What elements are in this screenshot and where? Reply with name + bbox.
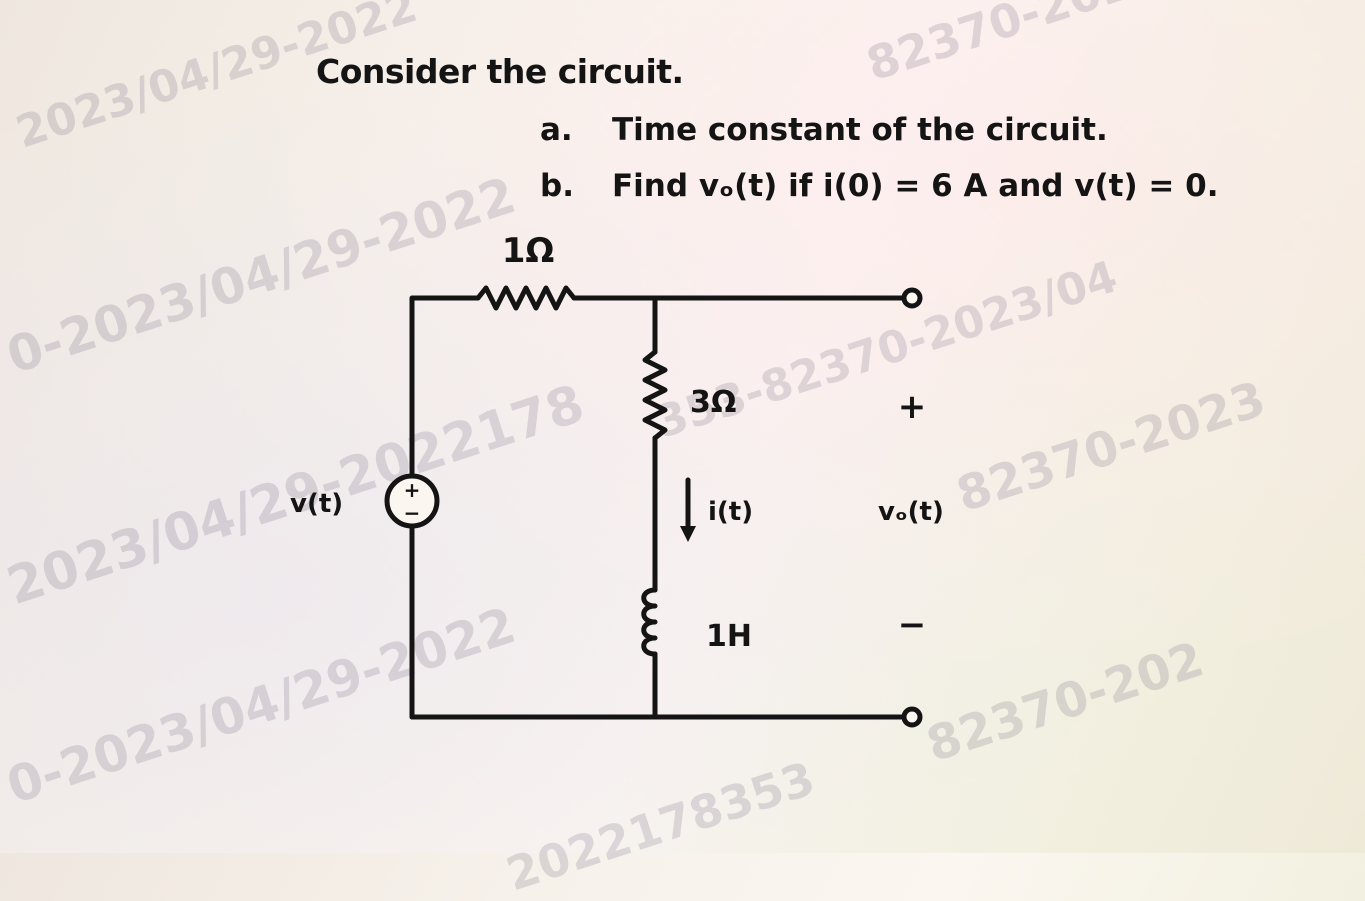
- source-plus-sign: +: [404, 478, 421, 502]
- problem-heading: Consider the circuit.: [316, 52, 684, 91]
- output-voltage-label: vₒ(t): [878, 497, 944, 527]
- question-marker: a.: [540, 112, 573, 148]
- question-text: Find vₒ(t) if i(0) = 6 A and v(t) = 0.: [612, 168, 1219, 204]
- resistor-3ohm-label: 3Ω: [690, 385, 736, 420]
- resistor-1ohm-label: 1Ω: [502, 231, 555, 271]
- output-terminal-top: [901, 287, 923, 309]
- current-label: i(t): [708, 497, 753, 527]
- inductor-label: 1H: [706, 619, 752, 654]
- output-terminal-bottom: [901, 706, 923, 728]
- resistor-3ohm-zigzag: [642, 349, 668, 441]
- wire-top-left: [409, 295, 481, 479]
- circuit-diagram: + − 1Ω 3Ω i(t) 1H v(t) + vₒ(t) −: [290, 231, 944, 728]
- question-marker: b.: [540, 168, 574, 204]
- output-plus-sign: +: [898, 387, 927, 427]
- output-minus-sign: −: [898, 605, 927, 645]
- question-b: b. Find vₒ(t) if i(0) = 6 A and v(t) = 0.: [540, 168, 1219, 204]
- source-minus-sign: −: [404, 501, 421, 525]
- inductor-coil: [641, 587, 658, 657]
- source-label: v(t): [290, 489, 343, 519]
- resistor-1ohm-zigzag: [475, 285, 577, 311]
- current-arrow-head: [680, 526, 696, 542]
- question-text: Time constant of the circuit.: [612, 112, 1108, 148]
- question-a: a. Time constant of the circuit.: [540, 112, 1108, 148]
- voltage-source-circle: [384, 473, 440, 529]
